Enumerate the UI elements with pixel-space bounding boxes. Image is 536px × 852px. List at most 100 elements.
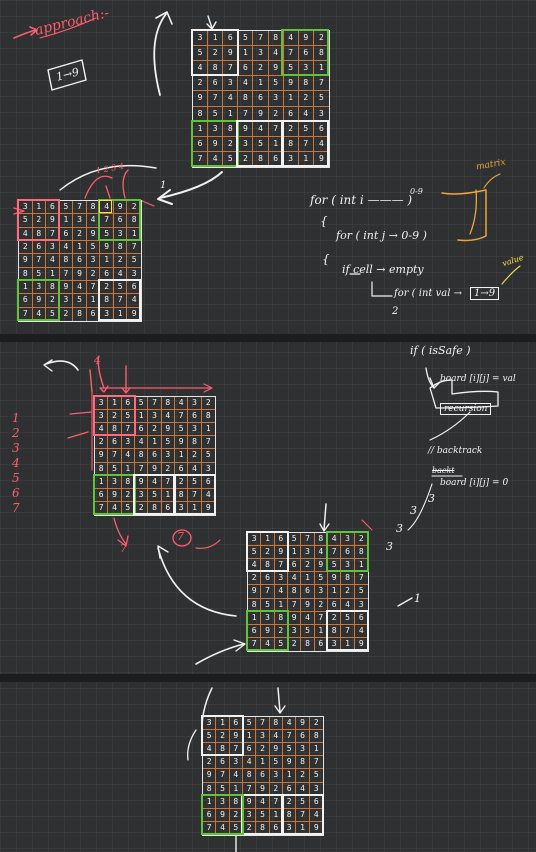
sudoku-cell: 1 bbox=[19, 280, 33, 295]
sudoku-cell: 6 bbox=[174, 462, 189, 476]
sudoku-cell: 5 bbox=[298, 121, 314, 137]
sudoku-cell: 7 bbox=[268, 121, 284, 137]
range-note-boxed: 1→9 bbox=[54, 65, 81, 84]
sudoku-cell: 8 bbox=[19, 267, 33, 281]
column-number: 2 bbox=[12, 426, 20, 440]
board-assign-note: board [i][j] = val bbox=[440, 374, 516, 384]
sudoku-cell: 1 bbox=[32, 201, 47, 215]
sudoku-cell: 8 bbox=[188, 436, 202, 450]
column-number: 4 bbox=[12, 456, 20, 470]
sudoku-cell: 6 bbox=[100, 267, 114, 281]
sudoku-cell: 8 bbox=[287, 585, 302, 599]
sudoku-cell: 1 bbox=[354, 559, 368, 573]
sudoku-cell: 2 bbox=[229, 808, 243, 822]
sudoku-cell: 7 bbox=[216, 769, 230, 783]
sudoku-cell: 2 bbox=[301, 559, 315, 573]
sudoku-cell: 1 bbox=[201, 423, 215, 437]
sudoku-cell: 1 bbox=[86, 294, 101, 308]
sudoku-cell: 8 bbox=[248, 598, 262, 612]
sudoku-cell: 9 bbox=[32, 294, 47, 308]
sudoku-cell: 2 bbox=[327, 611, 342, 625]
sudoku-cell: 5 bbox=[313, 91, 329, 107]
sudoku-cell: 1 bbox=[274, 598, 288, 612]
sudoku-cell: 5 bbox=[327, 559, 342, 573]
sudoku-cell: 3 bbox=[309, 783, 323, 796]
sudoku-cell: 8 bbox=[229, 795, 243, 809]
sudoku-cell: 2 bbox=[208, 46, 224, 62]
sudoku-cell: 8 bbox=[283, 136, 299, 152]
sudoku-cell: 8 bbox=[100, 294, 114, 308]
sudoku-cell: 3 bbox=[113, 227, 128, 241]
sudoku-cell: 9 bbox=[319, 154, 324, 164]
sudoku-cell: 7 bbox=[73, 201, 87, 215]
label-three-d: 3 bbox=[386, 540, 393, 553]
for-val-loop: for ( int val → bbox=[394, 288, 462, 299]
sudoku-cell: 8 bbox=[73, 307, 87, 321]
sudoku-cell: 4 bbox=[73, 280, 87, 295]
sudoku-cell: 8 bbox=[134, 449, 149, 463]
sudoku-cell: 9 bbox=[148, 462, 162, 476]
sudoku-cell: 2 bbox=[288, 637, 302, 651]
sudoku-cell: 5 bbox=[201, 449, 215, 463]
sudoku-cell: 3 bbox=[268, 91, 284, 107]
sudoku-cell: 9 bbox=[287, 611, 302, 625]
sudoku-cell: 2 bbox=[314, 598, 328, 612]
label-three-c: 3 bbox=[396, 522, 403, 535]
sudoku-cell: 2 bbox=[313, 31, 329, 47]
sudoku-cell: 4 bbox=[313, 137, 329, 152]
sudoku-cell: 7 bbox=[174, 410, 189, 424]
sudoku-cell: 2 bbox=[161, 462, 175, 476]
sudoku-cell: 5 bbox=[59, 201, 74, 215]
top-hints-numbers: 1 2 3 4 bbox=[95, 161, 125, 176]
sudoku-cell: 2 bbox=[60, 307, 74, 321]
sudoku-cell: 5 bbox=[188, 475, 202, 489]
sudoku-cell: 7 bbox=[19, 307, 33, 321]
sudoku-cell: 5 bbox=[193, 46, 209, 62]
sudoku-cell: 6 bbox=[238, 61, 254, 77]
sudoku-cell: 7 bbox=[46, 227, 60, 241]
sudoku-cell: 7 bbox=[223, 61, 239, 77]
sudoku-cell: 9 bbox=[95, 449, 109, 463]
sudoku-cell: 9 bbox=[223, 46, 239, 62]
sudoku-cell: 4 bbox=[46, 254, 60, 268]
sudoku-cell: 7 bbox=[208, 91, 224, 107]
sudoku-cell: 5 bbox=[127, 254, 141, 268]
sudoku-cell: 2 bbox=[174, 475, 189, 489]
sudoku-cell: 5 bbox=[282, 743, 297, 757]
sudoku-cell: 8 bbox=[95, 462, 109, 476]
sudoku-cell: 9 bbox=[161, 423, 175, 437]
sudoku-cell: 8 bbox=[201, 410, 215, 424]
sudoku-cell: 4 bbox=[174, 397, 189, 411]
sudoku-cell: 7 bbox=[341, 624, 355, 638]
brace-two: { bbox=[322, 252, 330, 266]
brace-one: { bbox=[320, 214, 328, 228]
arrow-label-one: 1 bbox=[414, 592, 421, 605]
sudoku-cell: 1 bbox=[134, 410, 149, 424]
sudoku-cell: 2 bbox=[253, 61, 269, 77]
sudoku-cell: 6 bbox=[127, 281, 141, 295]
sudoku-cell: 7 bbox=[282, 730, 297, 744]
sudoku-cell: 5 bbox=[174, 423, 189, 437]
sudoku-cell: 9 bbox=[256, 782, 270, 796]
sudoku-cell: 9 bbox=[203, 769, 217, 783]
sudoku-cell: 3 bbox=[95, 410, 109, 424]
sudoku-cell: 1 bbox=[268, 136, 284, 152]
sudoku-cell: 3 bbox=[73, 214, 87, 228]
sudoku-cell: 2 bbox=[256, 743, 270, 757]
backtrack-comment: // backtrack bbox=[428, 446, 483, 456]
sudoku-cell: 5 bbox=[19, 214, 33, 228]
sudoku-cell: 1 bbox=[174, 449, 189, 463]
sudoku-cell: 7 bbox=[313, 76, 329, 92]
sudoku-cell: 6 bbox=[32, 240, 47, 255]
sudoku-cell: 3 bbox=[95, 397, 109, 411]
sudoku-cell: 8 bbox=[309, 730, 323, 744]
sudoku-cell: 4 bbox=[341, 598, 355, 612]
sudoku-cell: 8 bbox=[86, 201, 101, 215]
sudoku-cell: 9 bbox=[46, 214, 60, 228]
sudoku-cell: 4 bbox=[121, 449, 135, 463]
sudoku-cell: 8 bbox=[327, 624, 342, 638]
for-inner-loop: for ( int j → 0-9 ) bbox=[336, 229, 427, 242]
sudoku-cell: 5 bbox=[269, 756, 283, 770]
sudoku-cell: 2 bbox=[203, 756, 217, 770]
label-two: 2 bbox=[392, 306, 399, 317]
